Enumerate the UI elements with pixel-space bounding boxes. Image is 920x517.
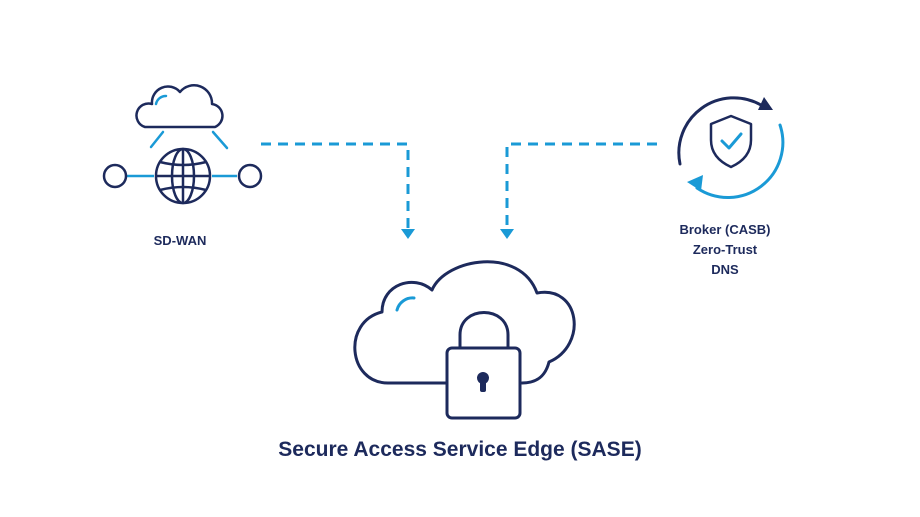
services-icon-group bbox=[677, 96, 785, 199]
node-icon bbox=[237, 163, 263, 189]
sdwan-icon-group bbox=[102, 84, 263, 205]
node-icon bbox=[102, 163, 128, 189]
sase-icon-group bbox=[353, 260, 576, 420]
globe-icon bbox=[154, 147, 212, 205]
cloud-highlight bbox=[395, 296, 416, 312]
sdwan-label: SD-WAN bbox=[153, 233, 207, 248]
services-label: Broker (CASB) Zero-Trust DNS bbox=[640, 220, 810, 280]
connector-line bbox=[149, 130, 165, 149]
connector-line bbox=[211, 130, 229, 150]
dashed-arrow-left bbox=[261, 142, 415, 239]
service-line: Broker (CASB) bbox=[679, 222, 771, 237]
cloud-icon bbox=[135, 84, 224, 129]
service-line: Zero-Trust bbox=[692, 242, 758, 257]
dashed-arrow-right bbox=[500, 142, 657, 239]
refresh-arrows-icon bbox=[677, 96, 785, 199]
cloud-icon bbox=[353, 260, 576, 385]
padlock-icon bbox=[445, 311, 522, 420]
cloud-highlight bbox=[154, 94, 168, 106]
service-line: DNS bbox=[711, 262, 739, 277]
sase-title: Secure Access Service Edge (SASE) bbox=[278, 438, 642, 461]
shield-check-icon bbox=[709, 114, 753, 169]
